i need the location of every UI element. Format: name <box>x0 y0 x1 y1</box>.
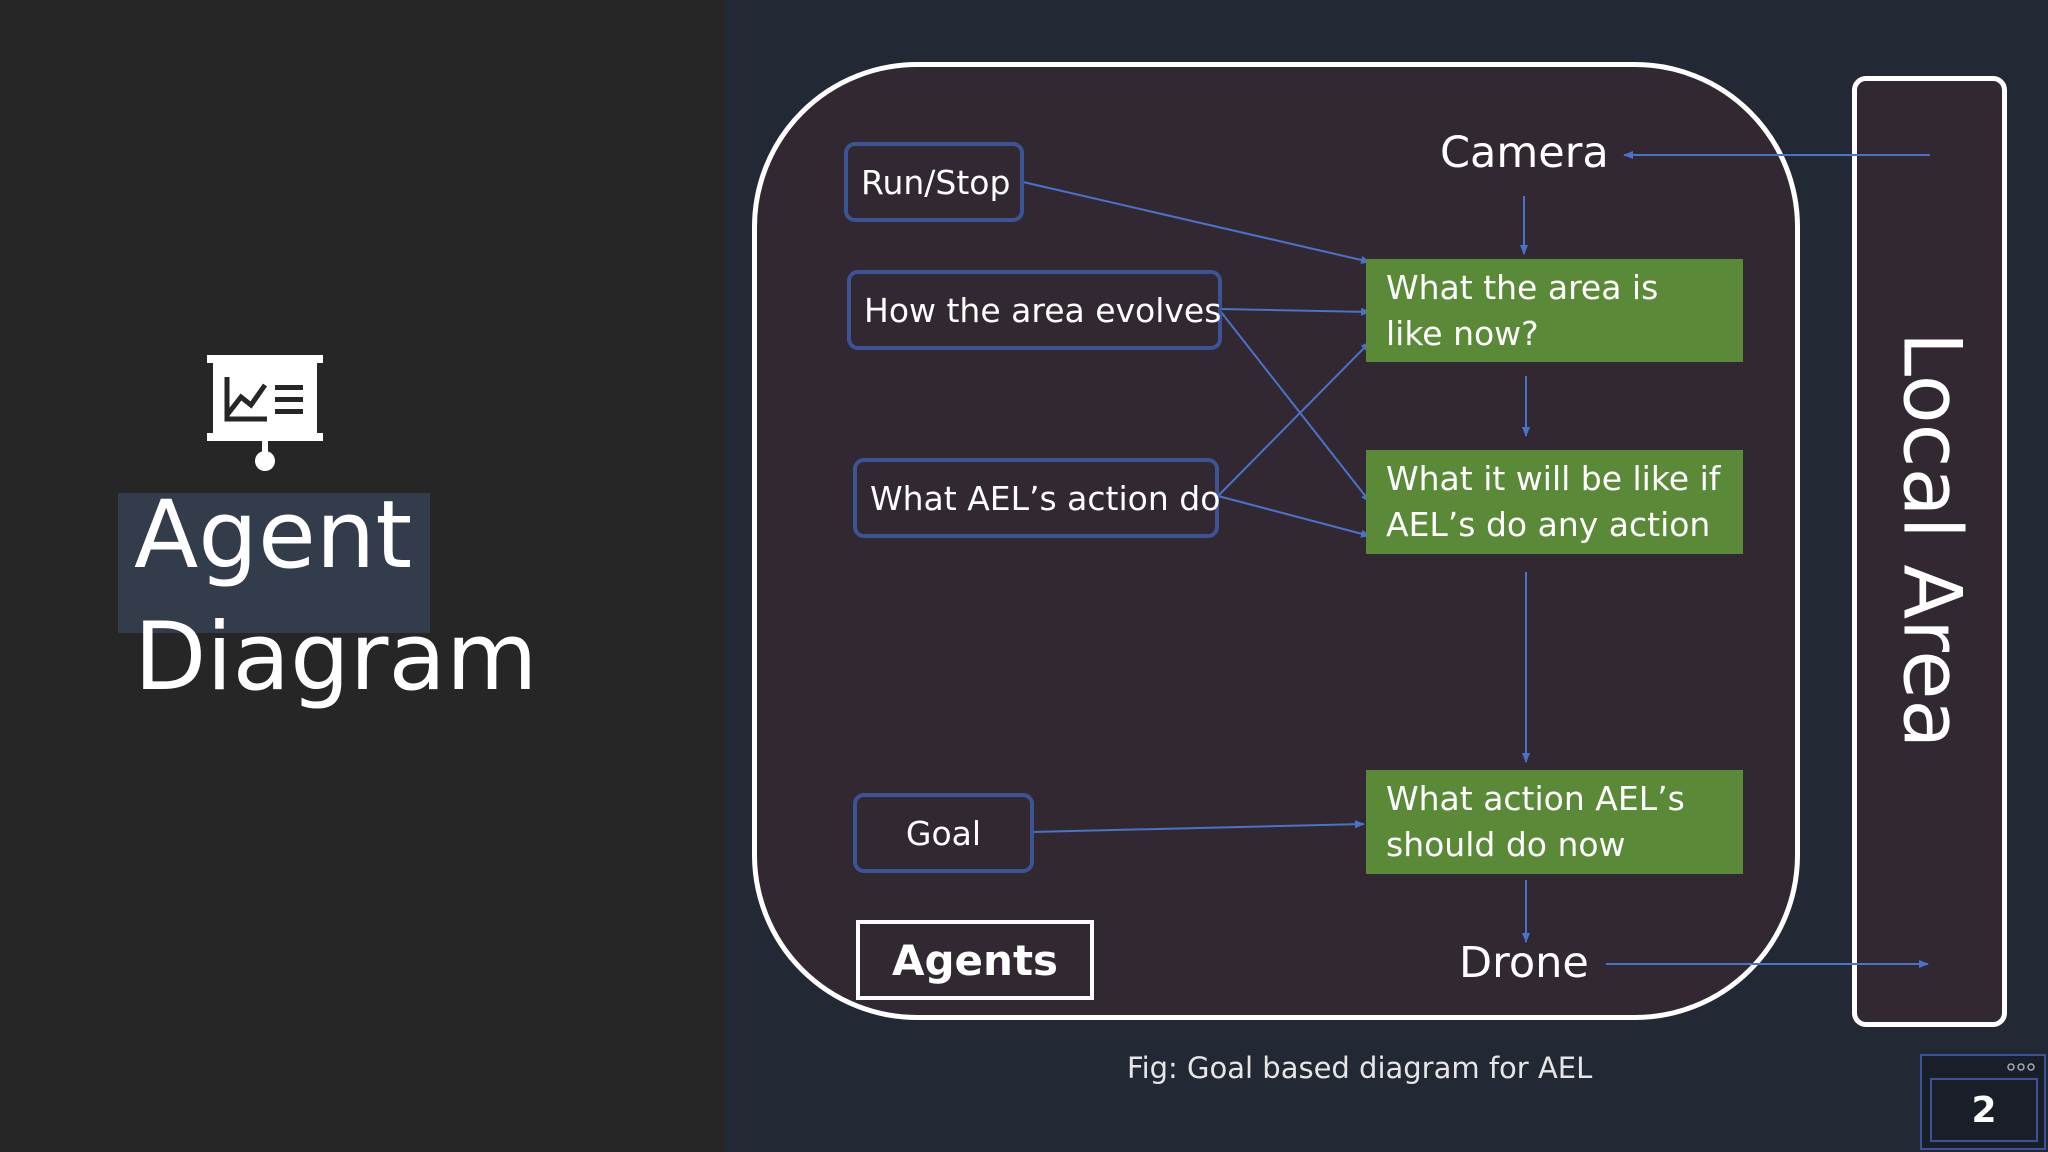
local-area-frame <box>1852 76 2007 1027</box>
agents-label: Agents <box>856 920 1094 1000</box>
goal-box: Goal <box>853 793 1034 873</box>
arrow-action-do-to-area-now <box>1217 341 1371 497</box>
action-now-state: What action AEL’s should do now <box>1366 770 1743 874</box>
arrow-area-evolves-to-area-now <box>1220 307 1371 316</box>
page-number-badge: 2 <box>1920 1054 2046 1150</box>
presentation-chart-icon <box>207 355 323 471</box>
arrow-goal-to-action-now <box>1031 820 1365 833</box>
run-stop-box: Run/Stop <box>844 142 1024 222</box>
dots-icon <box>2007 1063 2035 1071</box>
action-do-box: What AEL’s action do <box>853 458 1220 538</box>
area-if-action-state: What it will be like if AEL’s do any act… <box>1366 450 1743 554</box>
area-now-state: What the area is like now? <box>1366 259 1743 362</box>
page-number: 2 <box>1930 1078 2038 1142</box>
figure-caption: Fig: Goal based diagram for AEL <box>1127 1051 1593 1085</box>
arrow-area-evolves-to-area-if <box>1220 311 1371 503</box>
arrow-action-do-to-area-if <box>1217 495 1371 538</box>
arrow-run-stop-to-area-now <box>1022 181 1371 264</box>
title-highlight <box>118 493 430 633</box>
area-evolves-box: How the area evolves <box>847 270 1222 350</box>
drone-label: Drone <box>1459 938 1589 988</box>
camera-label: Camera <box>1440 128 1609 178</box>
slide-title: Agent Diagram <box>134 481 538 712</box>
